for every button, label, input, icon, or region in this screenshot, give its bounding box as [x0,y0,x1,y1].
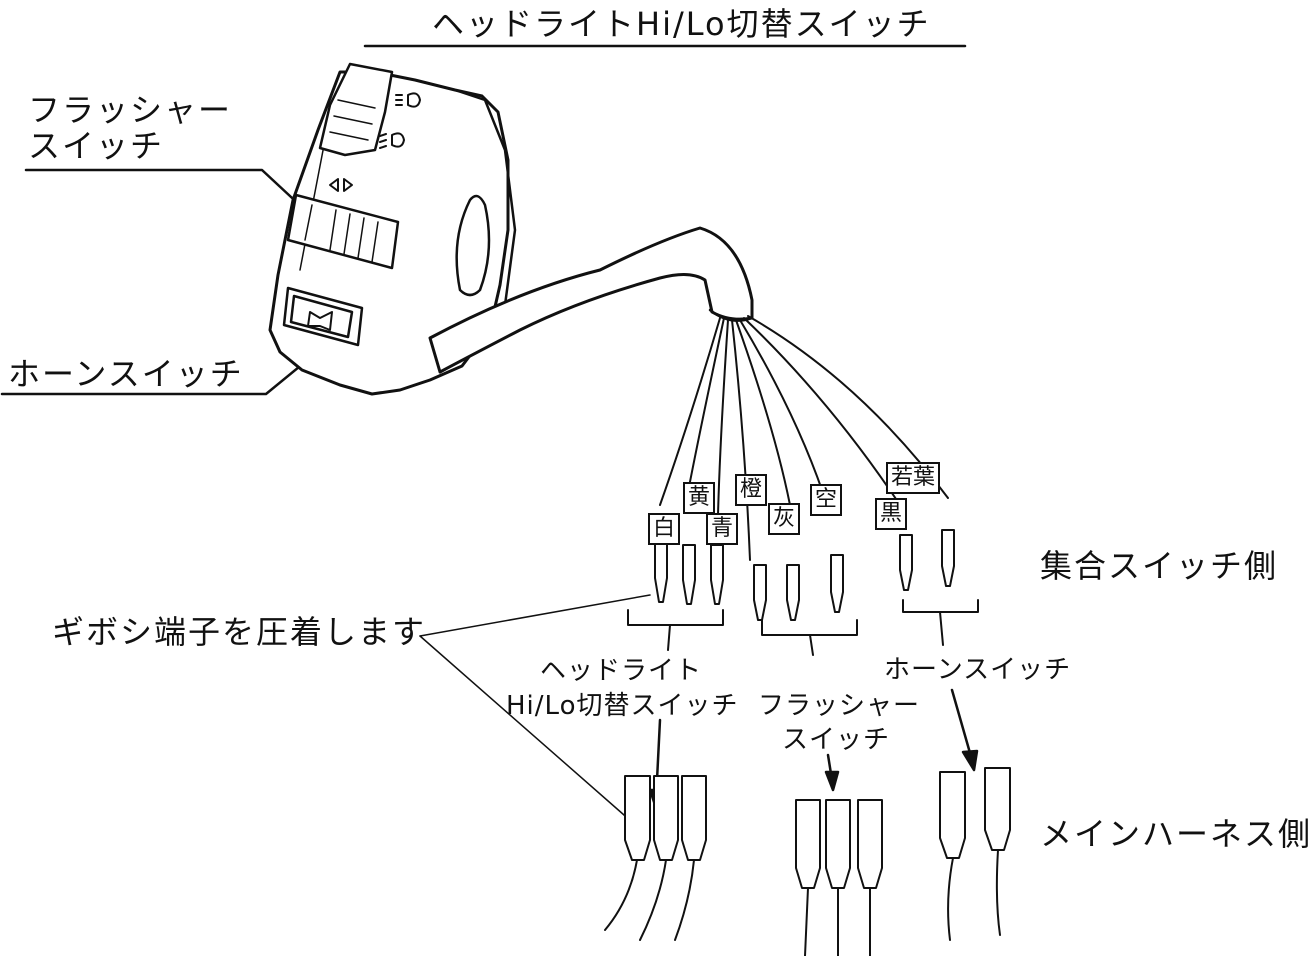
flasher-switch-knob [286,193,400,270]
wire-tag-blue: 青 [706,513,739,545]
headlight-high-icon [395,92,421,108]
wire-tag-black: 黒 [875,498,908,530]
group-headlight-label-line1: ヘッドライト [540,656,703,686]
flasher-leader [24,168,307,212]
bullet-terminals-switch-side [654,529,955,621]
headlight-switch-knob [318,62,394,157]
group-flasher-label-line2: スイッチ [782,725,891,755]
crimp-terminals-label: ギボシ端子を圧着します [52,613,427,651]
group-flasher-label-line1: フラッシャー [758,691,921,721]
group-headlight-label-line2: Hi/Lo切替スイッチ [506,691,739,721]
group-horn-label: ホーンスイッチ [884,655,1072,685]
wire-tag-orange: 橙 [735,474,768,506]
horn-switch-label: ホーンスイッチ [8,355,244,393]
crimp-leader-lines [419,594,651,823]
wire-tag-light-green: 若葉 [886,462,941,494]
wire-tag-white: 白 [648,513,681,545]
wire-tag-sky: 空 [810,484,843,516]
headlight-switch-label: ヘッドライトHi/Lo切替スイッチ [432,5,931,43]
flasher-switch-label-line1: フラッシャー [28,91,233,129]
wire-tag-gray: 灰 [768,503,801,535]
harness-wires [604,849,1001,956]
wire-tag-yellow: 黄 [683,482,716,514]
turn-arrows-icon [329,178,353,192]
headlight-low-icon [379,132,405,149]
group-brackets [627,599,979,656]
cable-sheath [428,226,754,374]
main-harness-side-label: メインハーネス側 [1040,815,1309,853]
flasher-switch-label-line2: スイッチ [28,127,165,165]
horn-icon [307,311,333,331]
female-terminals-harness-side [624,767,1011,889]
combination-switch-side-label: 集合スイッチ側 [1040,547,1279,585]
